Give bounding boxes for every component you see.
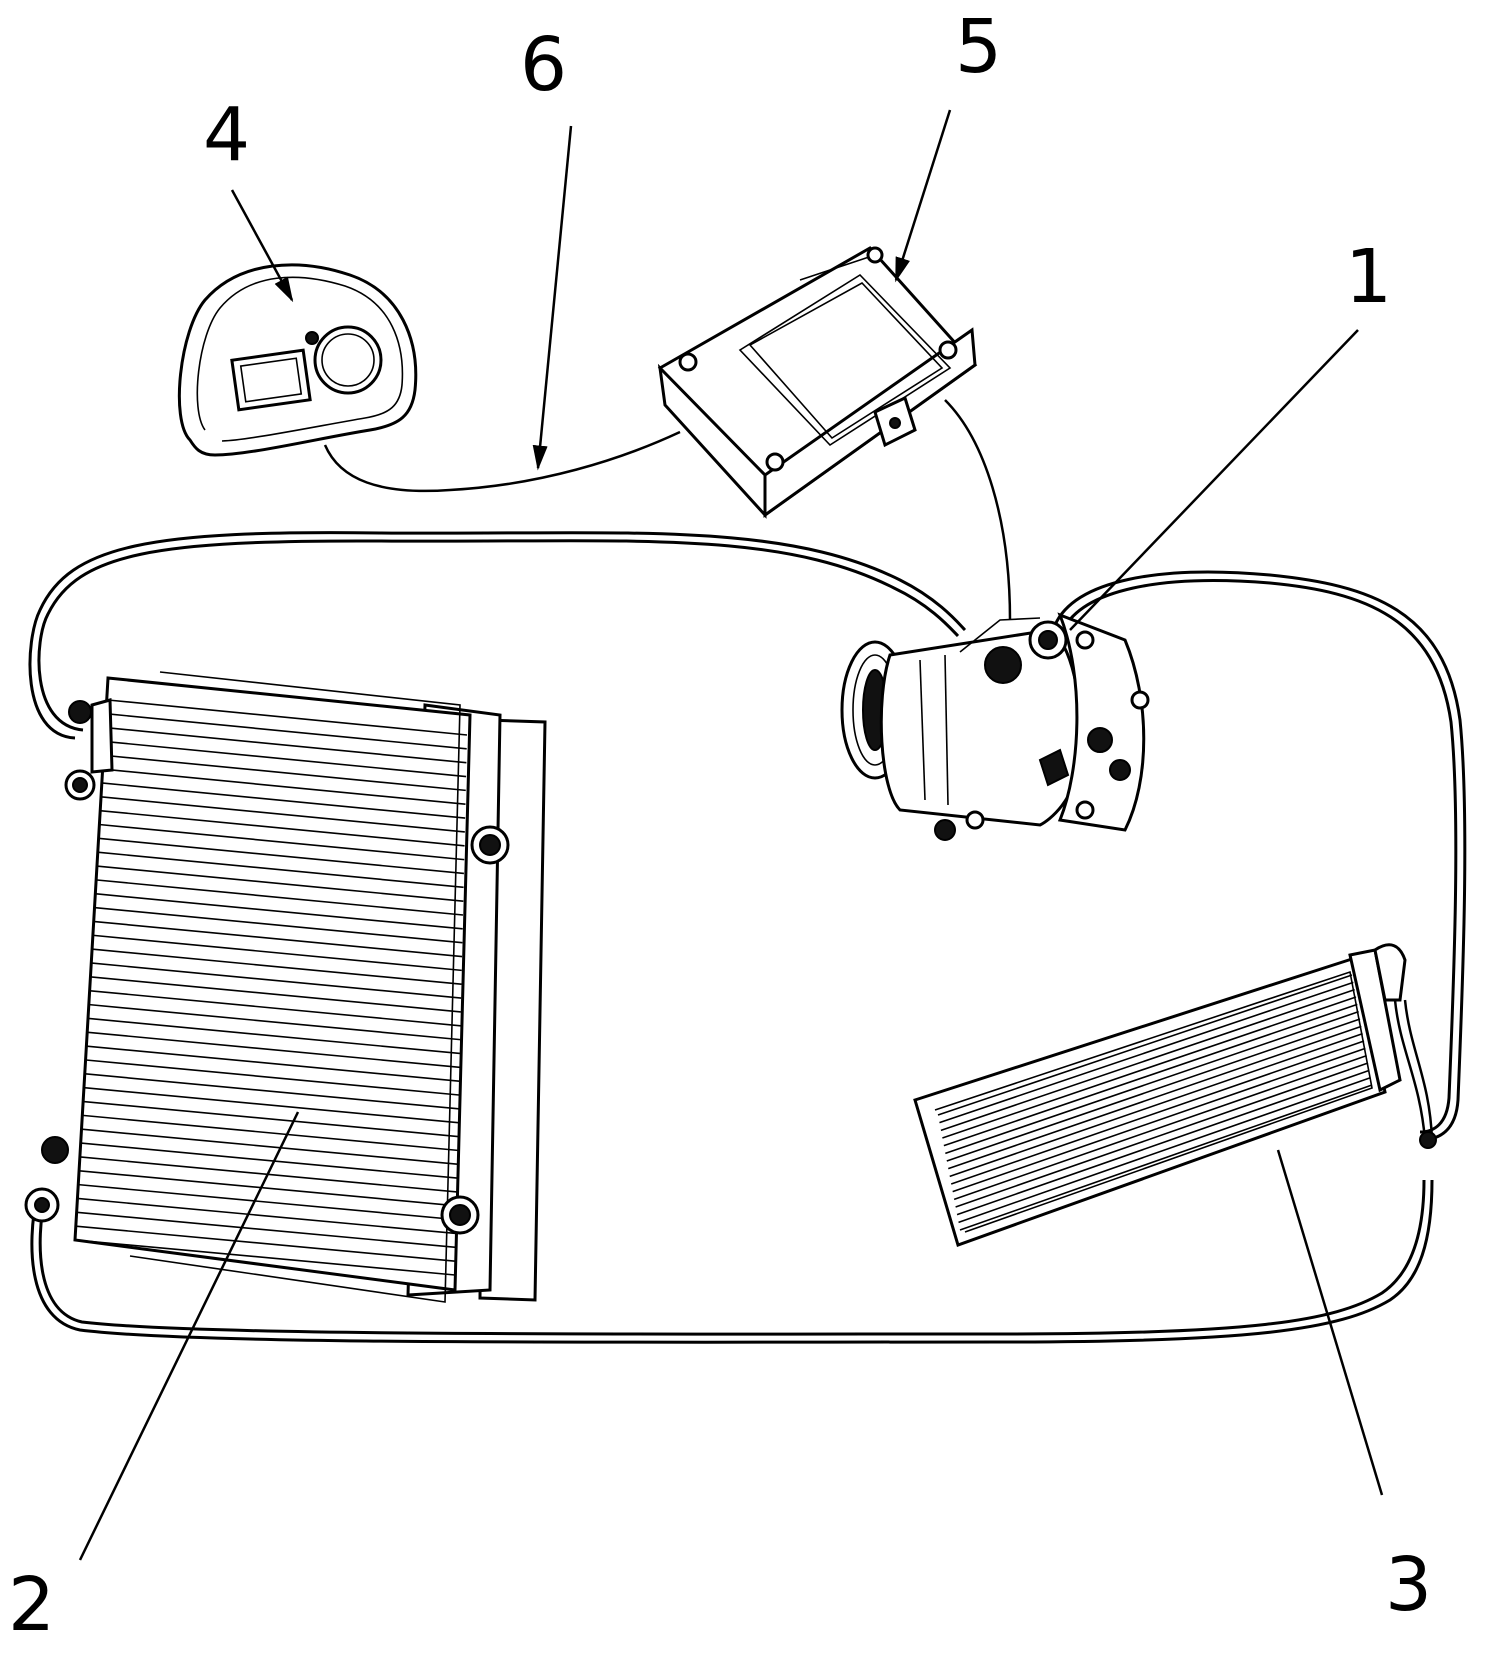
condenser-fin — [99, 837, 464, 875]
evaporator-fin — [943, 1003, 1358, 1147]
condenser-fin — [107, 699, 468, 736]
evaporator-fin — [945, 1010, 1359, 1155]
condenser-fin — [84, 1086, 459, 1124]
condenser-fin — [87, 1031, 460, 1069]
controller-box — [657, 246, 978, 519]
condenser-fin — [91, 976, 461, 1013]
condenser-fin — [104, 754, 466, 792]
condenser-fin — [98, 851, 464, 889]
evaporator-fin — [940, 988, 1355, 1132]
condenser-fin — [96, 893, 463, 930]
condenser-fin — [92, 948, 462, 986]
condenser-fin — [81, 1128, 458, 1166]
condenser-fin — [93, 934, 462, 972]
condenser-fin — [97, 865, 464, 902]
evaporator-fin — [948, 1025, 1362, 1170]
condenser-fin — [95, 906, 463, 944]
evaporator-fin — [939, 981, 1354, 1124]
display-screen — [230, 348, 312, 412]
label-evaporator: 3 — [1385, 1542, 1432, 1628]
signal-cable — [323, 430, 681, 493]
power-cable — [944, 399, 1012, 621]
evaporator-fins — [937, 974, 1373, 1231]
condenser-fin — [90, 989, 461, 1027]
evaporator-fin — [942, 996, 1357, 1139]
evaporator-fin — [946, 1018, 1361, 1162]
evaporator-fin — [950, 1040, 1365, 1185]
condenser-fin — [86, 1045, 460, 1082]
condenser-fin — [96, 879, 464, 916]
condenser — [24, 671, 547, 1303]
label-controller-box: 5 — [955, 4, 1002, 90]
condenser-fin — [101, 809, 465, 847]
condenser-fin — [105, 740, 467, 778]
condenser-fin — [103, 768, 466, 806]
control-panel — [177, 263, 418, 457]
condenser-fin — [94, 920, 463, 958]
condenser-fin — [74, 1239, 456, 1276]
condenser-fin — [107, 713, 467, 750]
evaporator-fin — [953, 1054, 1367, 1201]
evaporator — [913, 943, 1437, 1247]
evaporator-fin — [958, 1076, 1371, 1224]
evaporator-fin — [956, 1069, 1370, 1216]
condenser-fin — [100, 823, 465, 861]
condenser-fin — [78, 1183, 457, 1221]
evaporator-fin — [952, 1047, 1366, 1193]
label-control-panel: 4 — [203, 92, 250, 178]
condenser-fin — [85, 1059, 460, 1096]
evaporator-fin — [949, 1032, 1363, 1178]
condenser-fin — [79, 1169, 457, 1207]
condenser-fin — [83, 1100, 459, 1138]
evaporator-fin — [959, 1084, 1373, 1231]
evaporator-fin — [955, 1062, 1369, 1208]
condenser-fin — [88, 1017, 460, 1055]
condenser-fin — [102, 782, 466, 819]
label-cable: 6 — [520, 22, 567, 108]
condenser-fin — [85, 1073, 459, 1110]
condenser-fin — [82, 1114, 458, 1152]
condenser-fin — [77, 1197, 456, 1235]
leader-lines — [78, 109, 1384, 1561]
condenser-fin — [106, 726, 467, 764]
condenser-fin — [89, 1003, 461, 1041]
condenser-fin — [91, 962, 462, 999]
condenser-fin — [75, 1225, 456, 1262]
condenser-fin — [102, 796, 465, 833]
refrigerant-pipes — [28, 531, 1467, 1344]
condenser-fin — [80, 1142, 458, 1179]
evaporator-fin — [937, 974, 1353, 1116]
compressor — [840, 612, 1150, 841]
label-compressor: 1 — [1345, 234, 1392, 320]
label-condenser: 2 — [8, 1562, 55, 1648]
condenser-fin — [76, 1211, 456, 1249]
control-knob — [313, 325, 383, 395]
condenser-fins — [74, 699, 468, 1276]
